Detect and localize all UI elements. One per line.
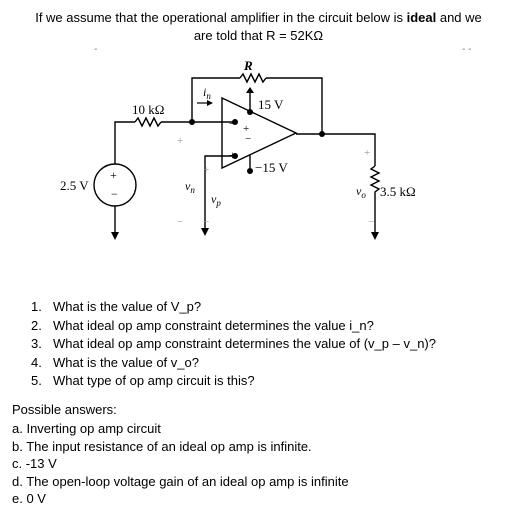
- junction-dot: [319, 131, 325, 137]
- intro-line-1: If we assume that the operational amplif…: [35, 10, 482, 25]
- vn-minus-mark: −: [177, 216, 183, 228]
- intro-bold-word: ideal: [406, 10, 437, 25]
- question-item: 2.What ideal op amp constraint determine…: [31, 317, 374, 333]
- junction-dot: [189, 119, 195, 125]
- junction-dot: [232, 153, 238, 159]
- question-item: 4.What is the value of v_o?: [31, 354, 199, 370]
- voltage-polarity-marks: + + + − − −: [177, 135, 374, 228]
- circuit-wires: [93, 72, 381, 232]
- feedback-left-wire: [191, 77, 240, 122]
- vp-plus-mark: +: [203, 164, 209, 176]
- answer-item: e. 0 V: [12, 491, 46, 506]
- question-item: 5.What type of op amp circuit is this?: [31, 373, 255, 388]
- current-label: in: [203, 85, 211, 101]
- ground-arrow-icon: [111, 232, 119, 240]
- load-resistor: [369, 165, 381, 232]
- load-resistor-label: 3.5 kΩ: [380, 184, 416, 199]
- positive-supply-label: 15 V: [258, 97, 284, 112]
- vp-label: vp: [211, 192, 221, 208]
- ground-arrows: [111, 87, 379, 240]
- answer-item: d. The open-loop voltage gain of an idea…: [12, 473, 349, 489]
- negative-supply-label: −15 V: [255, 160, 288, 175]
- source-top-wire: [114, 121, 135, 164]
- input-resistor: [134, 116, 162, 128]
- ground-arrow-icon: [201, 228, 209, 236]
- supply-plus-sign: +: [243, 123, 249, 135]
- op-amp-circuit-diagram: R in 10 kΩ 15 V −15 V 2.5 V 3.5 kΩ vn vp…: [60, 60, 416, 240]
- answer-item: b. The input resistance of an ideal op a…: [12, 438, 312, 454]
- question-item: 3.What ideal op amp constraint determine…: [31, 336, 436, 351]
- op-amp-noninverting-sign: +: [229, 148, 236, 162]
- junction-dot: [247, 168, 253, 174]
- answer-item: c. -13 V: [12, 456, 57, 471]
- supply-minus-sign: −: [245, 133, 251, 145]
- question-list: 1.What is the value of V_p? 2.What ideal…: [31, 298, 511, 391]
- stray-dot: -: [94, 44, 98, 55]
- feedback-resistor-label: R: [243, 60, 253, 73]
- problem-intro: If we assume that the operational amplif…: [0, 9, 517, 45]
- circuit-nodes: [189, 109, 325, 174]
- source-minus-sign: −: [111, 187, 118, 201]
- stray-dot: - -: [462, 44, 472, 55]
- source-plus-sign: +: [110, 168, 117, 182]
- answer-list: a. Inverting op amp circuit b. The input…: [12, 420, 349, 508]
- ground-arrow-icon: [371, 232, 379, 240]
- non-inverting-wire: [204, 155, 235, 228]
- vo-minus-mark: −: [368, 216, 374, 228]
- voltage-source: [93, 163, 137, 207]
- current-arrow-icon: [207, 100, 213, 106]
- op-amp-inverting-sign: −: [229, 116, 236, 131]
- question-item: 1.What is the value of V_p?: [31, 299, 202, 314]
- answers-heading: Possible answers:: [12, 402, 117, 417]
- vo-plus-mark: +: [364, 147, 370, 159]
- answer-item: a. Inverting op amp circuit: [12, 421, 161, 436]
- vo-label: vo: [356, 184, 366, 200]
- vp-minus-mark: −: [203, 216, 209, 228]
- intro-line-2: are told that R = 52KΩ: [193, 28, 324, 43]
- supply-arrow-icon: [246, 87, 254, 93]
- feedback-resistor: [239, 72, 267, 84]
- op-amp-triangle: [221, 96, 298, 170]
- junction-dot: [232, 119, 238, 125]
- feedback-right-wire: [266, 77, 323, 134]
- source-label: 2.5 V: [60, 178, 89, 193]
- vn-plus-mark: +: [177, 135, 183, 147]
- circuit-labels: R in 10 kΩ 15 V −15 V 2.5 V 3.5 kΩ vn vp…: [60, 60, 416, 208]
- junction-dot: [247, 109, 253, 115]
- vn-label: vn: [185, 179, 195, 195]
- input-resistor-label: 10 kΩ: [132, 102, 164, 117]
